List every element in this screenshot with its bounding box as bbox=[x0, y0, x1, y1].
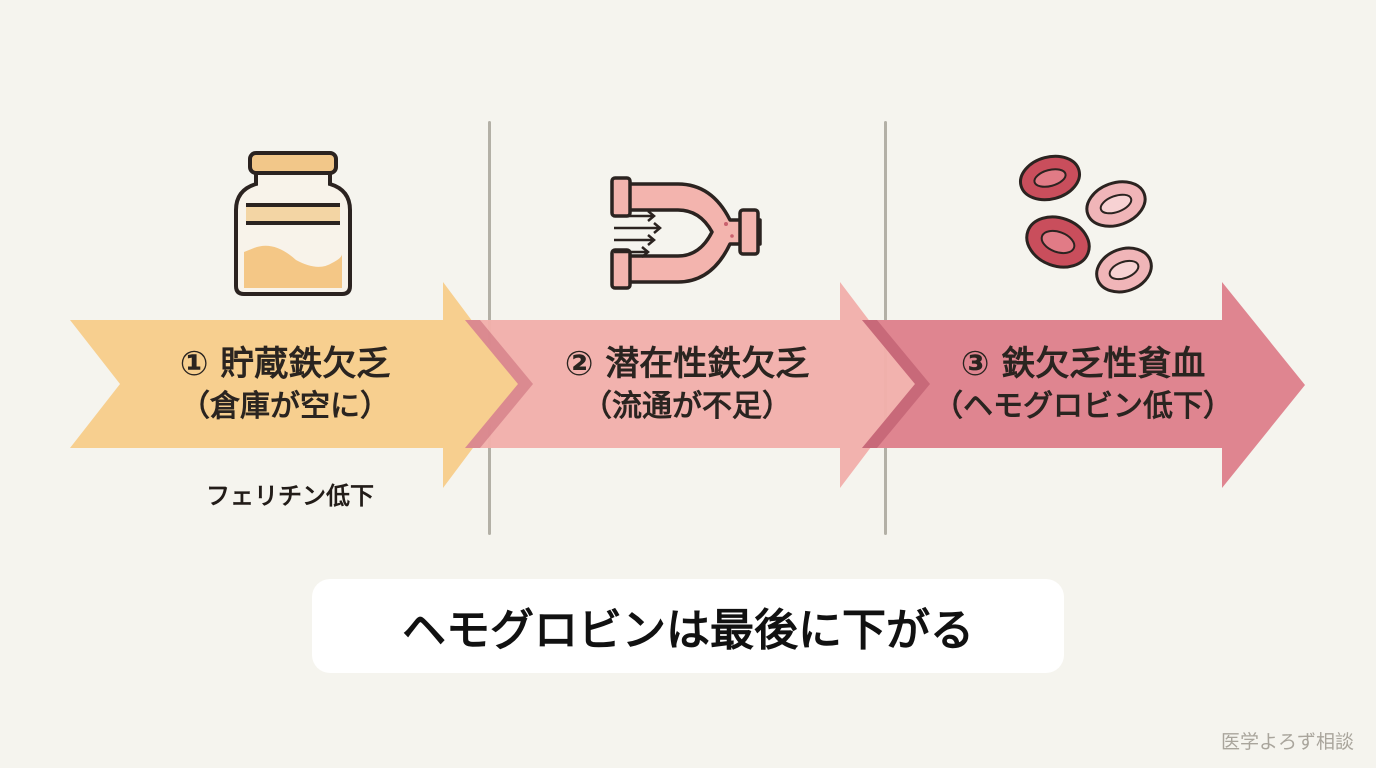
stage-1-subtitle: （倉庫が空に） bbox=[180, 389, 390, 424]
red-blood-cells-icon bbox=[1019, 154, 1153, 294]
stage-3-title: ③ 鉄欠乏性貧血 bbox=[960, 344, 1206, 384]
arrow-stage-2 bbox=[465, 282, 918, 488]
arrow-stage-1 bbox=[70, 282, 520, 488]
ferritin-note: フェリチン低下 bbox=[206, 482, 374, 510]
pipe-icon bbox=[610, 176, 762, 290]
stage-2-label: ② 潜在性鉄欠乏 （流通が不足） bbox=[522, 342, 852, 428]
summary-box: ヘモグロビンは最後に下がる bbox=[312, 579, 1064, 673]
stage-2-subtitle: （流通が不足） bbox=[582, 389, 792, 424]
arrow-stage-2-edge bbox=[465, 320, 533, 448]
stage-3-label: ③ 鉄欠乏性貧血 （ヘモグロビン低下） bbox=[908, 342, 1258, 428]
arrow-stage-3 bbox=[862, 282, 1305, 488]
watermark: 医学よろず相談 bbox=[1220, 731, 1354, 753]
stage-3-subtitle: （ヘモグロビン低下） bbox=[933, 389, 1233, 424]
stage-1-label: ① 貯蔵鉄欠乏 （倉庫が空に） bbox=[120, 342, 450, 428]
stage-2-title: ② 潜在性鉄欠乏 bbox=[564, 344, 810, 384]
jar-icon bbox=[234, 151, 352, 296]
stage-1-title: ① 貯蔵鉄欠乏 bbox=[179, 344, 391, 384]
arrow-stage-3-edge bbox=[862, 320, 930, 448]
summary-text: ヘモグロビンは最後に下がる bbox=[402, 605, 974, 656]
